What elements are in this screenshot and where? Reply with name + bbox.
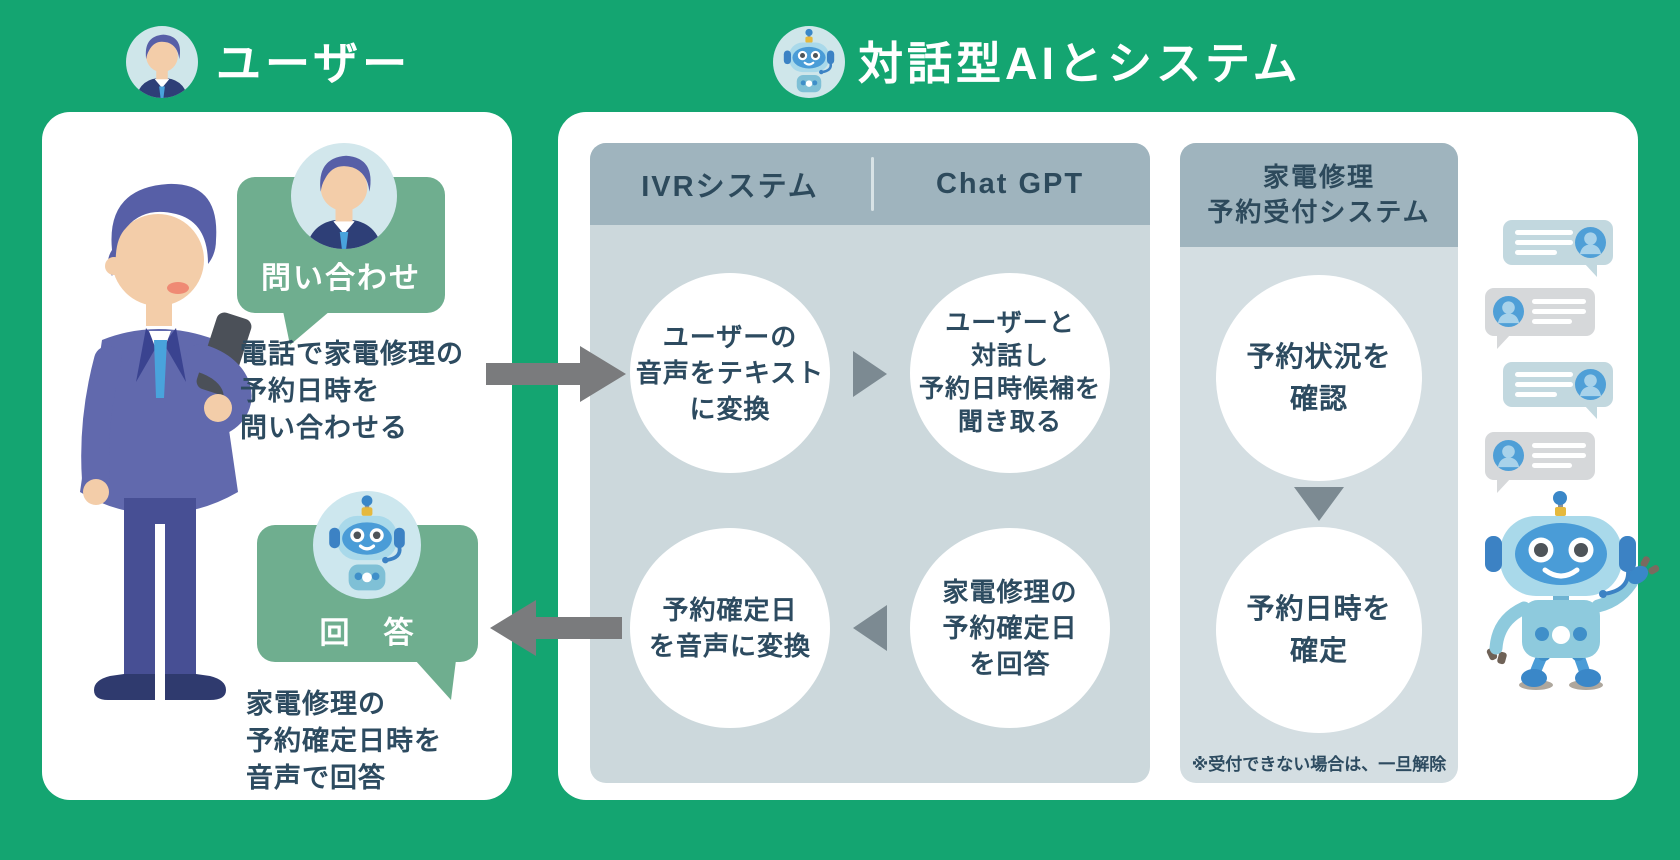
step-line: に変換 (689, 394, 771, 424)
man-bust-icon (305, 155, 383, 249)
reservation-header-line-2: 予約受付システム (1207, 197, 1431, 227)
small-arrow-right-icon (853, 351, 887, 397)
step-line: 予約状況を (1246, 341, 1392, 372)
answer-bubble-label: 回 答 (319, 617, 416, 650)
chatgpt-header: Chat GPT (935, 167, 1085, 200)
step-voice-to-text: ユーザーの 音声をテキスト に変換 (630, 273, 830, 473)
ivr-chatgpt-box-header: IVRシステム Chat GPT (590, 143, 1150, 225)
step-line: 音声をテキスト (635, 358, 825, 388)
answer-bubble-tail (415, 660, 456, 700)
man-bust-icon (136, 34, 188, 98)
step-line: 予約日時を (1246, 593, 1392, 624)
inquiry-bubble-tail (283, 311, 330, 345)
flow-arrow-right-icon (486, 346, 626, 402)
chat-bubble-icon (1485, 288, 1595, 349)
robot-bust-icon (783, 28, 835, 93)
small-arrow-left-icon (853, 605, 887, 651)
step-text-to-voice: 予約確定日 を音声に変換 (630, 528, 830, 728)
step-line: 予約日時候補を (918, 375, 1101, 403)
step-line: 確認 (1289, 383, 1348, 414)
flow-arrow-left-icon (490, 600, 622, 656)
chat-user-avatar-icon (1493, 296, 1524, 327)
answer-line-1: 家電修理の (246, 689, 386, 719)
ai-header-title: 対話型AIとシステム (858, 38, 1302, 89)
inquiry-bubble-label: 問い合わせ (261, 262, 421, 295)
ivr-system-header: IVRシステム (641, 171, 819, 203)
step-line: 対話し (970, 342, 1049, 370)
answer-line-3: 音声で回答 (246, 763, 386, 793)
step-dialogue: ユーザーと 対話し 予約日時候補を 聞き取る (910, 273, 1110, 473)
answer-description: 家電修理の 予約確定日時を 音声で回答 (246, 686, 442, 797)
step-line: 聞き取る (957, 408, 1062, 436)
reservation-box-header: 家電修理 予約受付システム (1180, 143, 1458, 247)
reservation-header-line-1: 家電修理 (1262, 162, 1375, 192)
chat-bubble-icon (1503, 362, 1613, 419)
chat-bubble-icon (1485, 432, 1595, 493)
step-line: 確定 (1289, 635, 1348, 666)
user-avatar-icon (126, 26, 198, 98)
chat-bubble-icon (1503, 220, 1613, 277)
small-arrow-down-icon (1294, 487, 1344, 521)
robot-avatar-icon (773, 26, 845, 98)
inquiry-line-2: 予約日時を (240, 376, 380, 406)
inquiry-line-3: 問い合わせる (240, 413, 408, 443)
step-answer-date: 家電修理の 予約確定日 を回答 (910, 528, 1110, 728)
answer-avatar-icon (313, 491, 421, 599)
inquiry-line-1: 電話で家電修理の (240, 339, 464, 369)
header-divider (871, 157, 874, 211)
answer-line-2: 予約確定日時を (246, 726, 442, 756)
step-line: ユーザーと (945, 309, 1075, 337)
step-line: 家電修理の (942, 577, 1078, 607)
step-line: 予約確定日 (942, 613, 1078, 643)
robot-bust-icon (329, 495, 405, 591)
step-line: を回答 (969, 649, 1051, 679)
user-header-title: ユーザー (216, 38, 412, 89)
step-line: を音声に変換 (648, 631, 811, 661)
step-line: 予約確定日 (662, 595, 798, 625)
man-with-phone-illustration (80, 183, 252, 700)
chat-user-avatar-icon (1575, 227, 1606, 258)
inquiry-avatar-icon (291, 143, 397, 249)
robot-mascot-illustration (1485, 491, 1660, 690)
step-check-status: 予約状況を 確認 (1216, 275, 1422, 481)
inquiry-description: 電話で家電修理の 予約日時を 問い合わせる (240, 336, 464, 447)
chat-user-avatar-icon (1575, 369, 1606, 400)
step-line: ユーザーの (662, 322, 798, 352)
reservation-note: ※受付できない場合は、一旦解除 (1191, 755, 1447, 774)
step-fix-datetime: 予約日時を 確定 (1216, 527, 1422, 733)
chat-user-avatar-icon (1493, 440, 1524, 471)
